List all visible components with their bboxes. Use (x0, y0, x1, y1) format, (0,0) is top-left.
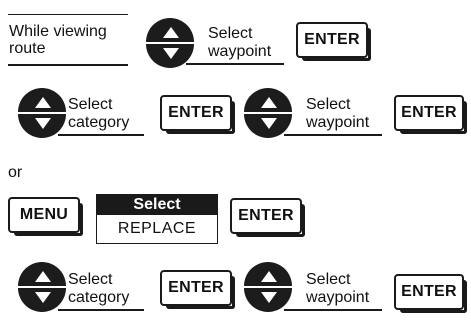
rocker-divider (18, 112, 66, 114)
enter-button[interactable]: ENTER (296, 22, 371, 61)
arrow-down-icon (261, 292, 277, 303)
up-down-rocker-icon[interactable] (244, 262, 292, 312)
up-down-rocker-icon[interactable] (18, 262, 66, 312)
context-top-rule (8, 14, 128, 15)
step-label-line2: waypoint (208, 43, 272, 60)
arrow-down-icon (163, 48, 179, 59)
or-separator: or (8, 164, 23, 181)
replace-option: REPLACE (117, 220, 197, 237)
select-replace-box[interactable]: Select REPLACE (96, 194, 218, 244)
step-label-line2: category (68, 289, 130, 306)
step-label-line2: category (68, 114, 130, 131)
step-underline (58, 134, 144, 136)
step-label-line1: Select (306, 271, 351, 288)
enter-button[interactable]: ENTER (394, 95, 467, 134)
up-down-rocker-icon[interactable] (244, 88, 292, 138)
arrow-down-icon (261, 118, 277, 129)
step-underline (186, 63, 284, 65)
context-text-line2: route (9, 40, 46, 57)
rocker-divider (244, 112, 292, 114)
step-underline (284, 134, 382, 136)
arrow-up-icon (35, 271, 51, 282)
step-label-line2: waypoint (306, 289, 370, 306)
menu-button[interactable]: MENU (8, 197, 83, 236)
step-underline (284, 309, 382, 311)
step-label-line2: waypoint (306, 114, 370, 131)
enter-button[interactable]: ENTER (160, 270, 235, 309)
step-label-line1: Select (68, 271, 113, 288)
arrow-up-icon (163, 27, 179, 38)
up-down-rocker-icon[interactable] (18, 88, 66, 138)
rocker-divider (244, 286, 292, 288)
arrow-up-icon (261, 271, 277, 282)
context-text-line1: While viewing (9, 23, 107, 40)
step-label-line1: Select (306, 96, 351, 113)
rocker-divider (18, 286, 66, 288)
enter-button[interactable]: ENTER (230, 198, 305, 237)
rocker-divider (146, 42, 194, 44)
enter-button[interactable]: ENTER (160, 95, 235, 134)
step-label-line1: Select (208, 25, 253, 42)
select-header: Select (97, 195, 217, 215)
arrow-down-icon (35, 118, 51, 129)
arrow-down-icon (35, 292, 51, 303)
context-bottom-rule (8, 64, 128, 66)
step-label-line1: Select (68, 96, 113, 113)
arrow-up-icon (35, 97, 51, 108)
enter-button[interactable]: ENTER (394, 274, 467, 313)
step-underline (58, 309, 144, 311)
arrow-up-icon (261, 97, 277, 108)
up-down-rocker-icon[interactable] (146, 18, 194, 68)
